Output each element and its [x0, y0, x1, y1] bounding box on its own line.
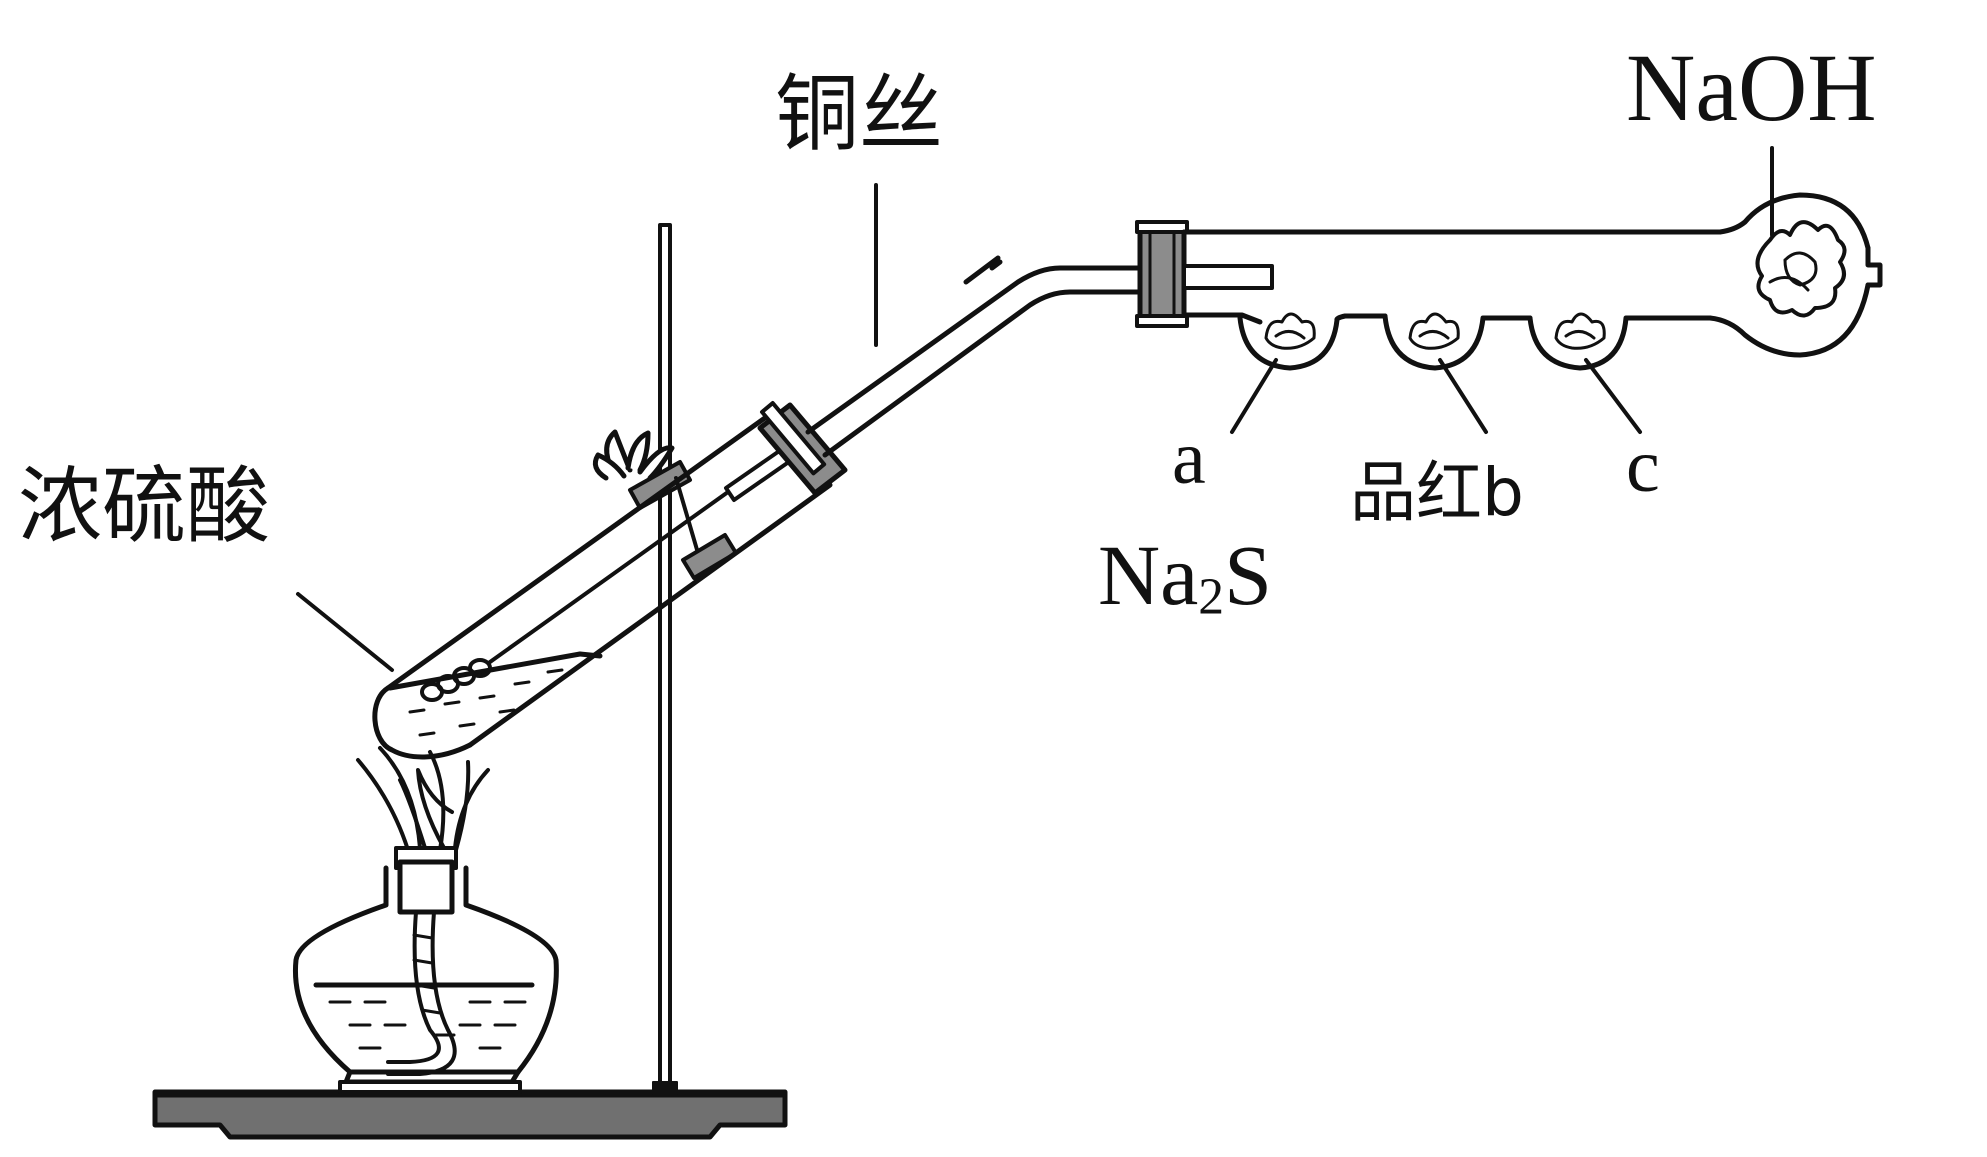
naoh-label: NaOH — [1626, 34, 1877, 141]
stand-base — [152, 1089, 788, 1140]
bulb-pointers — [1230, 358, 1642, 434]
na2s-text-na: Na — [1098, 527, 1199, 623]
copper-wire-label: 铜丝 — [775, 65, 944, 163]
test-tube-stopper — [757, 401, 848, 496]
concentrated-sulfuric-acid-label: 浓硫酸 — [18, 457, 271, 555]
bulb-c-label: c — [1626, 424, 1660, 508]
bulb-a-label: a — [1172, 416, 1206, 500]
alcohol-lamp — [292, 846, 559, 1094]
delivery-tube — [805, 255, 1143, 458]
flame — [356, 746, 490, 852]
na2s-subscript: 2 — [1198, 568, 1225, 626]
na2s-text-s: S — [1224, 527, 1272, 623]
bulb-b-label: 品红b — [1350, 454, 1524, 531]
acid-pointer — [296, 592, 394, 672]
na2s-label: Na2S — [1098, 532, 1272, 623]
horizontal-tube — [1135, 146, 1883, 371]
cotton-pads — [1264, 312, 1606, 350]
stand-rod — [652, 223, 678, 1095]
